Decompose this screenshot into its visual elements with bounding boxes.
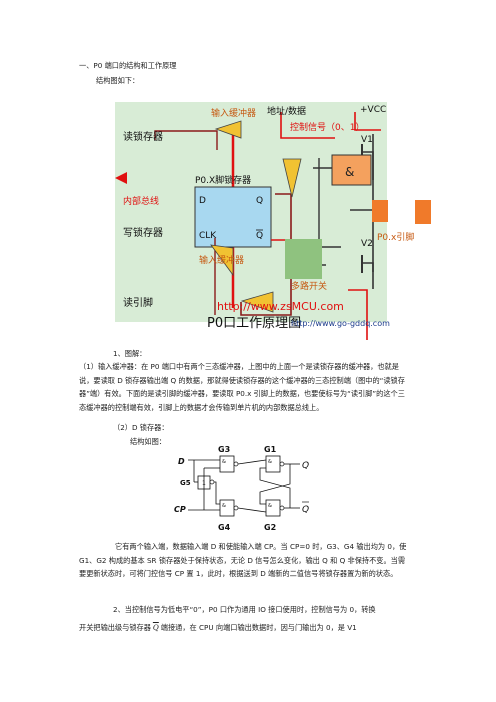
addr-data-label: 地址/数据 <box>267 105 306 117</box>
para3-qbar: Q <box>152 623 159 632</box>
url1-label: http://www.zsMCU.com <box>217 300 344 313</box>
g2-label: G2 <box>264 523 276 532</box>
sub2-title: （2）D 锁存器： <box>113 423 169 432</box>
latch-qbar-label: Q <box>256 231 263 241</box>
qbar-output-label: Q <box>302 505 309 515</box>
g1-label: G1 <box>264 445 277 454</box>
url2-label: http://www.go-gddq.com <box>291 319 390 328</box>
g4-label: G4 <box>218 523 231 532</box>
g2-symbol: & <box>268 503 272 509</box>
v2-label: V2 <box>361 239 373 249</box>
q-output-label: Q <box>302 461 309 471</box>
latch-q-label: Q <box>256 196 263 206</box>
para3-text-b: 开关把输出级与锁存器 <box>79 623 151 632</box>
d-input-label: D <box>178 457 185 466</box>
write-latch-label: 写锁存器 <box>123 226 163 239</box>
latch-box <box>194 186 272 248</box>
latch-title-label: P0.X脚锁存器 <box>195 174 251 186</box>
and-gate <box>331 154 372 186</box>
p0-title-label: P0口工作原理图 <box>207 316 301 331</box>
mux-switch <box>285 239 322 279</box>
read-latch-label: 读锁存器 <box>123 130 163 143</box>
cp-input-label: CP <box>174 505 186 514</box>
g1-symbol: & <box>268 459 272 465</box>
g3-symbol: & <box>222 459 226 465</box>
output-buffer-top <box>282 158 302 198</box>
output-buffer-bottom <box>210 244 234 277</box>
input-buffer-bottom-label: 输入缓冲器 <box>199 254 244 266</box>
para2: 它有两个输入端，数据输入端 D 和使能输入端 CP。当 CP=0 时，G3、G4… <box>79 542 407 579</box>
g5-symbol: 1 <box>202 480 206 487</box>
pin-label: P0.x引脚 <box>377 232 414 243</box>
latch-d-label: D <box>199 196 206 206</box>
para3-text-c: 端接通，在 CPU 向端口输出数据时，因与门输出为 0，是 V1 <box>160 623 357 632</box>
and-gate-symbol: & <box>345 165 354 179</box>
read-pin-buffer <box>240 291 274 313</box>
d-latch-diagram: G3 G1 D G5 CP Q Q G4 G2 & & 1 & & <box>174 438 324 534</box>
read-pin-label: 读引脚 <box>123 296 153 309</box>
g3-label: G3 <box>218 445 230 454</box>
mux-label: 多路开关 <box>291 280 327 292</box>
struct-intro2: 结构如图： <box>130 437 166 446</box>
latch-clk-label: CLK <box>199 231 217 241</box>
vcc-label: +VCC <box>360 105 386 115</box>
para3-line1: 2、当控制信号为低电平“0”，P0 口作为通用 IO 接口使用时，控制信号为 0… <box>113 605 376 614</box>
input-buffer-top-label: 输入缓冲器 <box>211 107 256 119</box>
internal-bus-label: 内部总线 <box>123 195 159 207</box>
pin-box <box>415 200 431 224</box>
ctrl-signal-label: 控制信号（0、1） <box>290 121 364 133</box>
g4-symbol: & <box>222 503 226 509</box>
g5-label: G5 <box>180 479 191 487</box>
struct-intro: 结构图如下： <box>96 76 140 85</box>
p0-structure-diagram: 读锁存器 输入缓冲器 地址/数据 +VCC 控制信号（0、1） P0.X脚锁存器… <box>115 90 431 340</box>
section1-title: 1、图解： <box>113 349 147 358</box>
v1-label: V1 <box>361 135 373 145</box>
read-latch-buffer <box>214 120 242 139</box>
section-heading: 一、P0 端口的结构和工作原理 <box>79 61 177 70</box>
para1: （1）输入缓冲器：在 P0 端口中有两个三态缓冲器，上图中的上面一个是读锁存器的… <box>79 362 405 412</box>
